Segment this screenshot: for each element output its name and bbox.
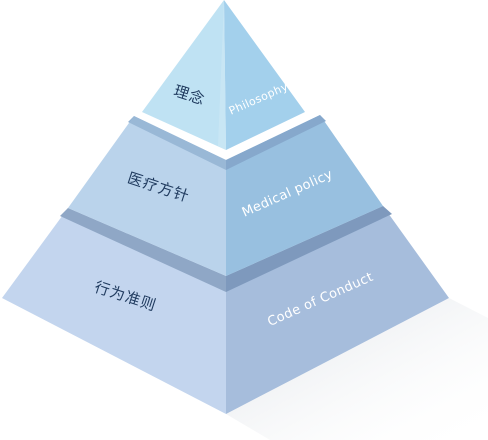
- tier-top-right-face: [224, 0, 305, 150]
- tier-bottom: [2, 206, 449, 414]
- tier-bottom-band-left: [60, 208, 226, 292]
- tier-top: [142, 0, 305, 150]
- tier-middle: [68, 115, 383, 276]
- tier-middle-overlay: [68, 116, 226, 276]
- tier-middle-left-face: [68, 116, 226, 276]
- tier-top-left-face: [142, 0, 226, 150]
- ground-shadow: [226, 298, 488, 440]
- tier-middle-right-face: [226, 115, 383, 276]
- tier-top-highlight: [218, 0, 226, 150]
- tier-middle-band-left: [128, 116, 226, 170]
- tier-bottom-band-right: [226, 206, 392, 292]
- tier-middle-band-right: [226, 115, 326, 170]
